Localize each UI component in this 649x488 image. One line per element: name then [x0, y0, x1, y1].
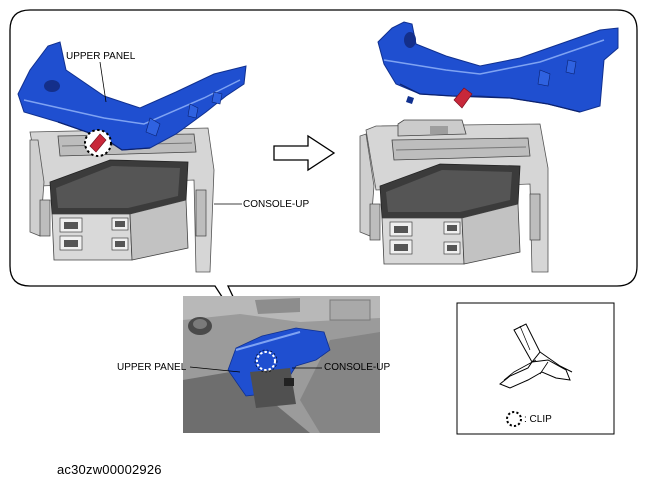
- right-console-up: [359, 119, 549, 273]
- left-clip-callout: [84, 129, 112, 157]
- console-up-label-bottom: CONSOLE-UP: [324, 362, 391, 373]
- left-upper-panel: [17, 41, 247, 151]
- left-console-up: [29, 127, 215, 273]
- right-clip: [453, 87, 473, 109]
- photo-dotted-circle-icon: [256, 351, 276, 371]
- right-arrow-icon: [273, 134, 336, 172]
- right-upper-panel: [377, 21, 619, 113]
- figure-id: ac30zw00002926: [57, 462, 162, 477]
- leader-upper-panel-bottom: [189, 366, 241, 373]
- vehicle-photo: [183, 296, 380, 433]
- console-up-label-top: CONSOLE-UP: [243, 199, 310, 210]
- leader-upper-panel-top: [99, 61, 107, 103]
- clip-illustration: [499, 323, 573, 389]
- legend-dotted-circle-icon: [506, 411, 522, 427]
- upper-panel-label-bottom: UPPER PANEL: [117, 362, 187, 373]
- dotted-circle-icon: [84, 129, 112, 157]
- upper-panel-label-top: UPPER PANEL: [66, 51, 136, 62]
- clip-legend-label: : CLIP: [524, 414, 552, 425]
